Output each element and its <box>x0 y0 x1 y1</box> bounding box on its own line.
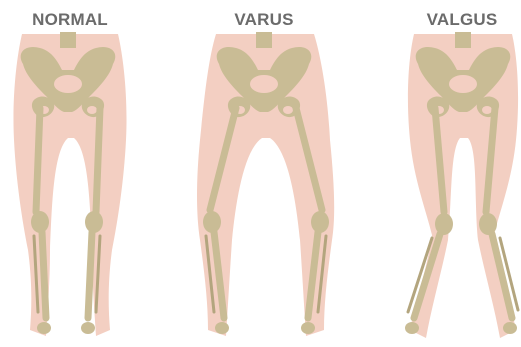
valgus-figure <box>405 32 518 338</box>
valgus-right-foot <box>503 322 517 334</box>
normal-right-femur <box>96 108 100 212</box>
normal-right-foot <box>81 322 95 334</box>
varus-right-foot <box>301 322 315 334</box>
normal-figure <box>13 32 126 336</box>
normal-left-foot <box>37 322 51 334</box>
valgus-left-foot <box>405 322 419 334</box>
normal-right-tibia <box>88 232 92 318</box>
normal-left-tibia <box>42 232 46 318</box>
varus-left-foot <box>215 322 229 334</box>
varus-figure <box>197 32 334 336</box>
normal-left-femur <box>36 108 40 212</box>
